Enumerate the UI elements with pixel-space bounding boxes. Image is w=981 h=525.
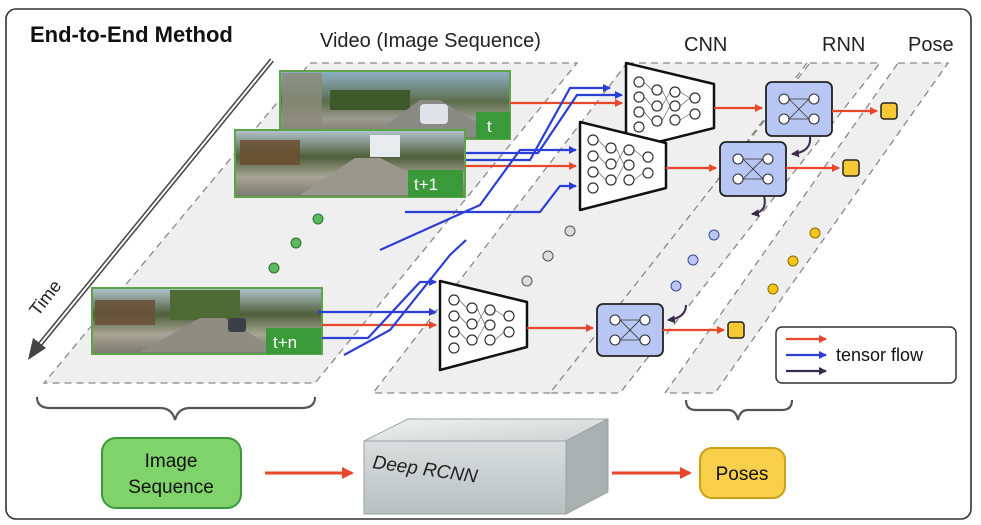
gray-dot (542, 250, 554, 262)
yellow-dot (787, 255, 799, 267)
green-dot (268, 262, 280, 274)
blue-arrows (318, 84, 623, 356)
green-dot (290, 237, 302, 249)
cnn-block-tn (438, 279, 529, 372)
rcnn-box-side (565, 418, 609, 515)
frame-tn-label: t+n (273, 333, 297, 352)
braces (35, 396, 794, 421)
blue-dot (670, 280, 682, 292)
cnn-block-t (624, 61, 716, 152)
car-icon (420, 104, 448, 124)
pose-outputs (727, 102, 898, 339)
rnn-block-t1 (719, 141, 787, 197)
diagram-title: End-to-End Method (30, 22, 233, 47)
frame-t1-badge (408, 170, 463, 197)
header-rnn: RNN (822, 34, 865, 56)
blue-dot (708, 229, 720, 241)
dark-arrows (667, 135, 812, 324)
cnn-block-t1 (578, 120, 668, 212)
pose-square-tn (727, 321, 745, 339)
rnn-block-tn (596, 303, 664, 357)
frame-t-label: t (487, 117, 492, 136)
right-brace (684, 399, 794, 421)
yellow-dot (767, 283, 779, 295)
pose-square-t (880, 102, 898, 120)
legend: tensor flow (775, 326, 957, 384)
legend-label: tensor flow (836, 345, 924, 365)
gray-dot (521, 275, 533, 287)
input-box (101, 437, 242, 509)
frame-t1: t+1 (234, 129, 466, 198)
rnn-block-t (765, 81, 833, 137)
blue-dot (687, 254, 699, 266)
plane-pose (663, 62, 950, 394)
input-label-line2: Sequence (128, 477, 214, 498)
frame-t: t (279, 70, 511, 140)
blue-dots (670, 229, 720, 292)
gray-dot (564, 225, 576, 237)
red-arrows (322, 99, 878, 334)
gray-dots (521, 225, 576, 287)
frame-tn: t+n (91, 287, 323, 355)
yellow-dot (809, 227, 821, 239)
output-box (699, 447, 786, 499)
pose-square-t1 (842, 159, 860, 177)
left-brace (35, 396, 317, 421)
input-label-line1: Image (145, 451, 198, 472)
green-dots (268, 213, 324, 274)
header-pose: Pose (908, 34, 954, 56)
frame-tn-badge (266, 328, 321, 354)
yellow-dots (767, 227, 821, 295)
output-label: Poses (716, 464, 769, 485)
rnn-blocks (596, 81, 833, 357)
header-video: Video (Image Sequence) (320, 30, 541, 52)
frame-t1-label: t+1 (414, 175, 438, 194)
header-cnn: CNN (684, 34, 727, 56)
time-arrow-head (28, 338, 46, 360)
cnn-blocks (438, 61, 716, 372)
pipeline: Image Sequence Deep RCNN Poses (101, 418, 786, 515)
green-dot (312, 213, 324, 225)
frame-t-badge (476, 112, 510, 139)
